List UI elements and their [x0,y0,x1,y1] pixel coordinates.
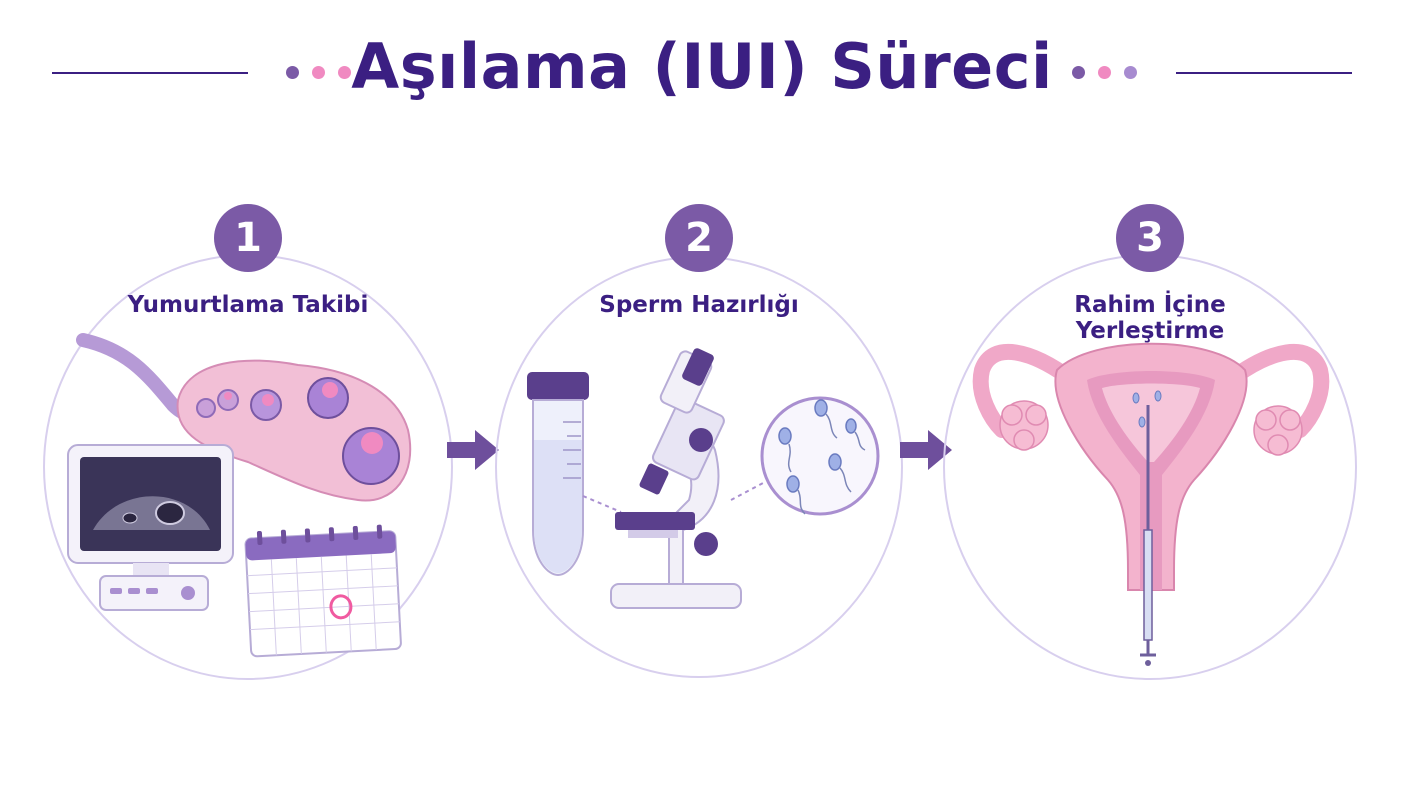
arrow-right-icon [900,430,952,470]
step-3: 3 Rahim İçine Yerleştirme [942,200,1362,680]
ovary-icon [176,359,412,502]
microscope-icon [610,348,742,609]
uterus-icon [972,342,1330,591]
step-number-badge: 1 [214,204,282,272]
step-1: 1 Yumurtlama Takibi [38,200,458,680]
ultrasound-monitor-icon [67,444,234,611]
header: Aşılama (IUI) Süreci [0,0,1404,150]
page-title: Aşılama (IUI) Süreci [351,30,1053,103]
arrow-right-icon [447,430,499,470]
sperm-magnified-icon [760,396,880,516]
header-rule-left [52,72,248,74]
step-2: 2 Sperm Hazırlığı [493,200,905,680]
step-label: Sperm Hazırlığı [599,292,799,318]
header-rule-right [1176,72,1352,74]
dot-icon [1072,66,1085,79]
step-1-illustration [43,254,453,680]
dot-icon [312,66,325,79]
step-label: Yumurtlama Takibi [127,292,369,318]
step-3-illustration [943,254,1357,680]
step-label: Rahim İçine Yerleştirme [1074,292,1226,344]
dot-icon [1098,66,1111,79]
connector-line [730,481,766,501]
step-number-badge: 3 [1116,204,1184,272]
follicle-icon [342,427,400,485]
calendar-icon [244,524,402,658]
header-dots-right [1072,66,1137,80]
header-dots-left [286,66,351,80]
step-2-illustration [495,256,903,678]
step-number-badge: 2 [665,204,733,272]
dot-icon [286,66,299,79]
connector-line [582,495,622,513]
dot-icon [1124,66,1137,79]
test-tube-icon [527,372,589,577]
catheter-icon [1132,390,1162,666]
dot-icon [338,66,351,79]
